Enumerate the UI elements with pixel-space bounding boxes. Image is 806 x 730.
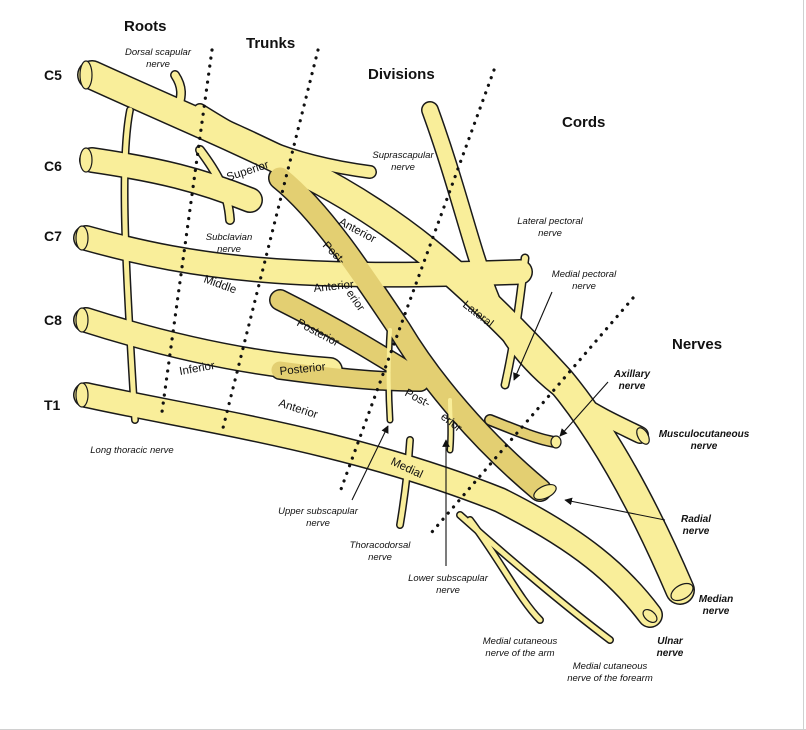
label-axillary-2: nerve <box>619 381 646 392</box>
label-radial-2: nerve <box>683 526 710 537</box>
frame-border-right <box>803 0 804 730</box>
header-nerves: Nerves <box>672 336 722 353</box>
note-lateral-pectoral-1: Lateral pectoral <box>517 216 583 227</box>
root-label-c5: C5 <box>44 67 62 83</box>
label-ulnar-1: Ulnar <box>657 636 684 647</box>
root-label-c8: C8 <box>44 312 62 328</box>
note-med-cut-arm-2: nerve of the arm <box>485 648 554 659</box>
label-anterior-middle: Anterior <box>313 279 354 295</box>
label-posterior-inferior: Posterior <box>279 361 326 378</box>
note-upper-subscapular-2: nerve <box>306 518 330 529</box>
note-long-thoracic: Long thoracic nerve <box>90 445 173 456</box>
root-label-c6: C6 <box>44 158 62 174</box>
label-musculocutaneous-2: nerve <box>691 441 718 452</box>
note-med-cut-forearm-1: Medial cutaneous <box>573 661 648 672</box>
label-superior-trunk: Superior <box>225 159 270 184</box>
terminal-end-caps <box>533 427 694 624</box>
label-ulnar-2: nerve <box>657 648 684 659</box>
note-dorsal-scapular-1: Dorsal scapular <box>125 47 192 58</box>
leader-arrows <box>351 291 666 566</box>
note-lower-subscapular-1: Lower subscapular <box>408 573 489 584</box>
label-anterior-inferior: Anterior <box>277 397 319 421</box>
note-medial-pectoral-1: Medial pectoral <box>552 269 617 280</box>
note-lower-subscapular-2: nerve <box>436 585 460 596</box>
label-median-1: Median <box>699 594 733 605</box>
header-trunks: Trunks <box>246 35 295 52</box>
note-upper-subscapular-1: Upper subscapular <box>278 506 359 517</box>
header-divisions: Divisions <box>368 66 435 83</box>
label-inferior-trunk: Inferior <box>178 360 215 378</box>
note-subclavian-1: Subclavian <box>206 232 252 243</box>
note-dorsal-scapular-2: nerve <box>146 59 170 70</box>
note-med-cut-forearm-2: nerve of the forearm <box>567 673 653 684</box>
note-lateral-pectoral-2: nerve <box>538 228 562 239</box>
section-dividers <box>160 48 635 534</box>
note-med-cut-arm-1: Medial cutaneous <box>483 636 558 647</box>
note-medial-pectoral-2: nerve <box>572 281 596 292</box>
note-thoracodorsal-1: Thoracodorsal <box>350 540 412 551</box>
root-end-caps <box>75 60 93 408</box>
label-median-2: nerve <box>703 606 730 617</box>
root-label-c7: C7 <box>44 228 62 244</box>
note-subclavian-2: nerve <box>217 244 241 255</box>
note-suprascapular-2: nerve <box>391 162 415 173</box>
label-musculocutaneous-1: Musculocutaneous <box>659 429 750 440</box>
label-radial-1: Radial <box>681 514 711 525</box>
header-cords: Cords <box>562 114 605 131</box>
header-roots: Roots <box>124 18 167 35</box>
root-label-t1: T1 <box>44 397 61 413</box>
note-thoracodorsal-2: nerve <box>368 552 392 563</box>
label-axillary-1: Axillary <box>613 369 651 380</box>
note-suprascapular-1: Suprascapular <box>372 150 434 161</box>
